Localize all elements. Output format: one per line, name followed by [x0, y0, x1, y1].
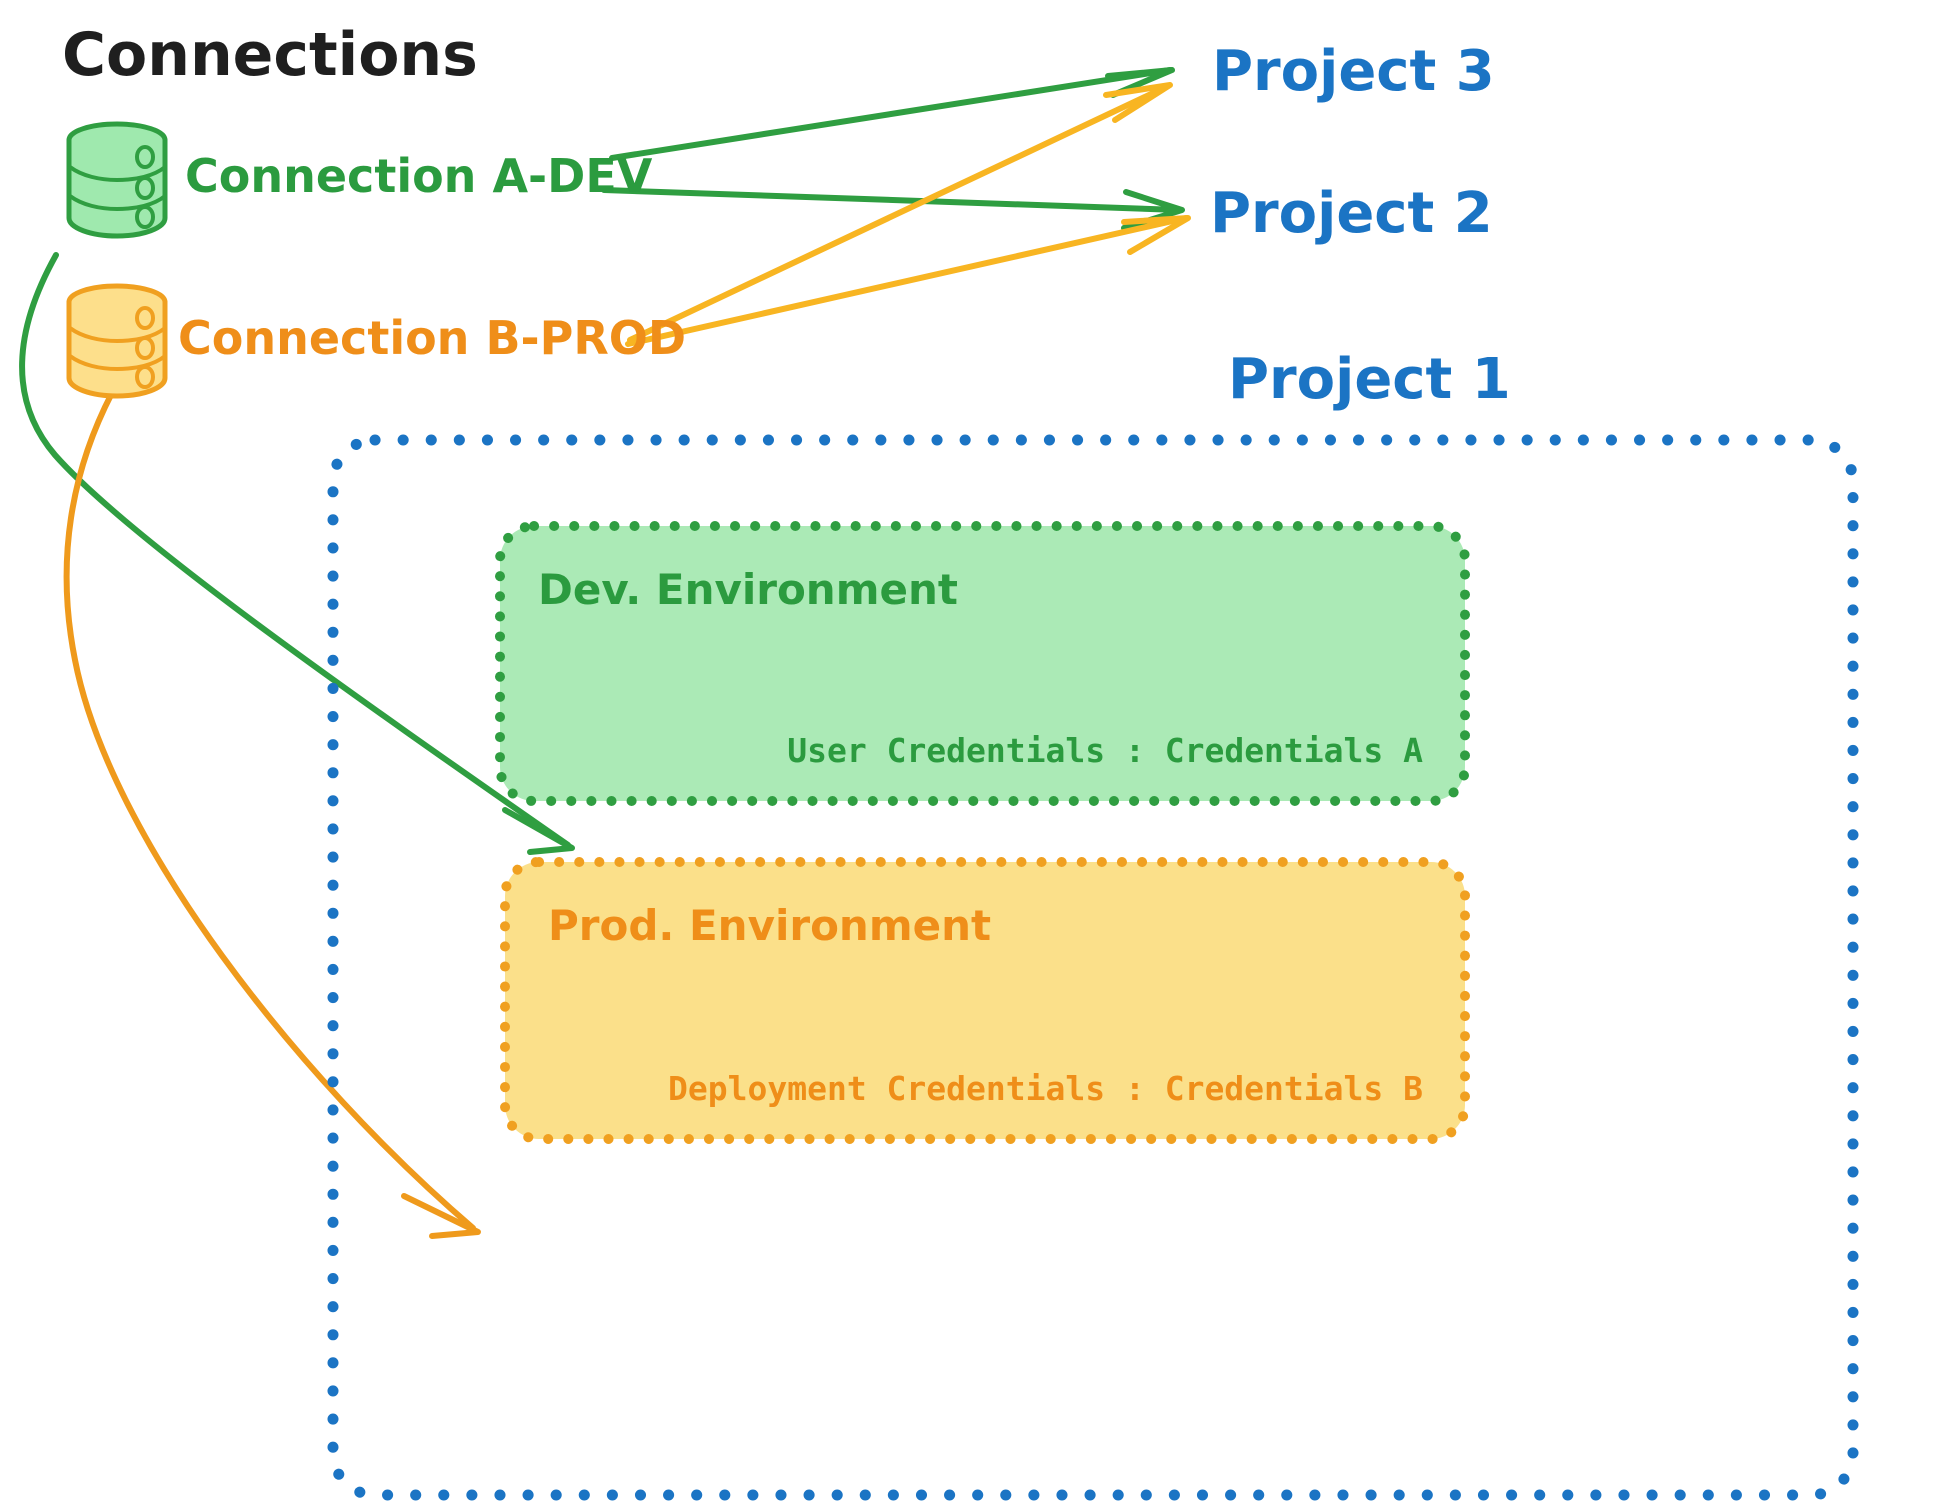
prod-environment-title: Prod. Environment — [548, 901, 991, 950]
project-3-label: Project 3 — [1212, 39, 1495, 104]
project-1-dotted-container — [327, 434, 1859, 1501]
dev-environment-credentials: User Credentials : Credentials A — [787, 731, 1423, 770]
page-title: Connections — [62, 20, 478, 90]
database-cylinder-icon-b-prod — [66, 283, 168, 399]
connection-b-prod-label: Connection B-PROD — [178, 311, 686, 365]
prod-environment-credentials: Deployment Credentials : Credentials B — [668, 1069, 1423, 1108]
arrow-b-prod-to-project-3 — [627, 82, 1173, 343]
arrow-b-prod-to-project-2 — [625, 215, 1191, 347]
project-1-label: Project 1 — [1228, 347, 1511, 412]
dev-environment-title: Dev. Environment — [538, 565, 958, 614]
dev-environment-box — [495, 521, 1470, 806]
project-2-label: Project 2 — [1210, 181, 1493, 246]
arrow-a-dev-to-dev-environment — [19, 252, 575, 855]
database-cylinder-icon-a-dev — [66, 121, 168, 239]
prod-environment-box — [500, 857, 1470, 1144]
connection-a-dev-label: Connection A-DEV — [185, 149, 653, 203]
arrow-a-dev-to-project-3 — [609, 67, 1175, 161]
arrow-a-dev-to-project-2 — [601, 187, 1185, 231]
arrow-b-prod-to-prod-environment — [63, 390, 481, 1239]
